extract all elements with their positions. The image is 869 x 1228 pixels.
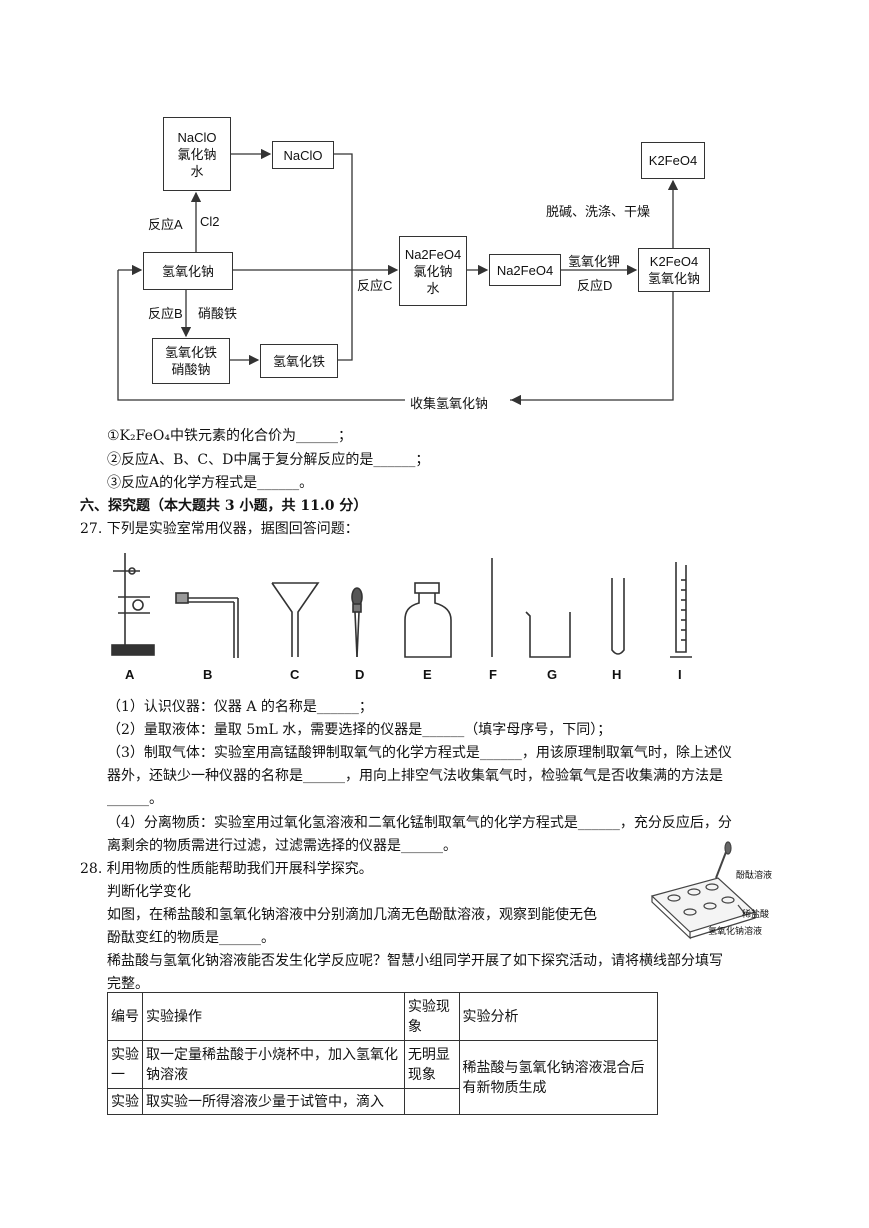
table-cell: 实验: [107, 1088, 143, 1115]
instrument-label-f: F: [489, 667, 497, 682]
label-post-treatment: 脱碱、洗涤、干燥: [546, 204, 651, 219]
q26-line-1: ①K₂FeO₄中铁元素的化合价为______；: [107, 428, 352, 444]
box-feoh-nano3: 氢氧化铁 硝酸钠: [152, 338, 230, 384]
table-header-cell: 实验操作: [142, 992, 405, 1041]
label-reaction-b: 反应B: [148, 306, 183, 321]
box-line: NaClO: [283, 147, 323, 163]
q26-line-2: ②反应A、B、C、D中属于复分解反应的是______；: [107, 452, 430, 468]
label-reaction-d: 反应D: [577, 278, 613, 293]
instrument-label-i: I: [678, 667, 682, 682]
flow-diagram-lines: [117, 148, 679, 406]
q28-line-1: 如图，在稀盐酸和氢氧化钠溶液中分别滴加几滴无色酚酞溶液，观察到能使无色: [107, 907, 597, 923]
table-cell: 实验一: [107, 1040, 143, 1089]
q27-part-4-line-1: （4）分离物质：实验室用过氧化氢溶液和二氧化锰制取氧气的化学方程式是______…: [107, 815, 732, 831]
q27-part-1: （1）认识仪器：仪器 A 的名称是______；: [107, 699, 373, 715]
graduated-cylinder-icon: [670, 562, 692, 658]
table-cell: 取实验一所得溶液少量于试管中，滴入: [142, 1088, 405, 1115]
instrument-label-h: H: [612, 667, 622, 682]
table-cell: 取一定量稀盐酸于小烧杯中，加入氢氧化钠溶液: [142, 1040, 405, 1089]
box-line: 水: [426, 280, 440, 296]
box-na2feo4: Na2FeO4: [489, 254, 561, 286]
q27-part-3-line-1: （3）制取气体：实验室用高锰酸钾制取氧气的化学方程式是______，用该原理制取…: [107, 745, 732, 761]
table-header-cell: 编号: [107, 992, 143, 1041]
table-row: 实验一 取一定量稀盐酸于小烧杯中，加入氢氧化钠溶液 无明显现象 稀盐酸与氢氧化钠…: [107, 1040, 659, 1115]
table-row: 实验 取实验一所得溶液少量于试管中，滴入: [107, 1088, 658, 1115]
table-cell: 稀盐酸与氢氧化钠溶液混合后有新物质生成: [458, 1040, 659, 1115]
q28-line-4: 完整。: [107, 976, 149, 992]
table-cell: [403, 1088, 460, 1115]
label-reaction-a: 反应A: [148, 217, 183, 232]
label-ferric-nitrate: 硝酸铁: [198, 306, 238, 321]
figure-label-naoh: 氢氧化钠溶液: [708, 927, 763, 937]
q27-part-2: （2）量取液体：量取 5mL 水，需要选择的仪器是______（填字母序号，下同…: [107, 722, 612, 738]
box-line: 氢氧化钠: [161, 263, 214, 279]
table-header-row: 编号 实验操作 实验现象 实验分析: [107, 992, 659, 1041]
box-na2feo4-mixture: Na2FeO4 氯化钠 水: [399, 236, 467, 306]
box-line: NaClO: [177, 129, 217, 145]
q27-part-3-line-2: 器外，还缺少一种仪器的名称是______，用向上排空气法收集氧气时，检验氧气是否…: [107, 768, 723, 784]
box-k2feo4: K2FeO4: [641, 142, 705, 179]
box-line: 氢氧化铁: [164, 345, 217, 360]
section-6-heading: 六、探究题（本大题共 3 小题，共 11.0 分）: [80, 498, 368, 514]
box-naoh: 氢氧化钠: [143, 252, 233, 290]
label-reaction-c: 反应C: [357, 278, 393, 293]
label-cl2: Cl2: [200, 214, 220, 229]
label-collect-naoh: 收集氢氧化钠: [410, 396, 489, 411]
instrument-label-d: D: [355, 667, 365, 682]
experiment-table: 编号 实验操作 实验现象 实验分析 实验一 取一定量稀盐酸于小烧杯中，加入氢氧化…: [107, 992, 659, 1115]
q28-subheading: 判断化学变化: [107, 884, 191, 900]
q26-line-3: ③反应A的化学方程式是______。: [107, 475, 314, 491]
box-line: 氢氧化铁: [272, 353, 325, 369]
q28-line-2: 酚酞变红的物质是______。: [107, 930, 275, 946]
figure-label-phenolphthalein: 酚酞溶液: [736, 871, 773, 881]
dropper-icon: [351, 587, 363, 658]
box-naclo-mixture: NaClO 氯化钠 水: [163, 117, 231, 191]
instrument-label-b: B: [203, 667, 213, 682]
box-line: 氢氧化钠: [647, 271, 700, 286]
reagent-bottle-icon: [404, 582, 452, 658]
q28-stem: 28. 利用物质的性质能帮助我们开展科学探究。: [80, 861, 373, 877]
instrument-label-e: E: [423, 667, 432, 682]
table-header-cell: 实验现象: [403, 992, 460, 1041]
spot-plate-figure: [650, 841, 757, 940]
box-line: Na2FeO4: [404, 246, 462, 262]
table-cell: 无明显现象: [403, 1040, 460, 1089]
iron-stand-icon: [111, 553, 155, 656]
q27-stem: 27. 下列是实验室常用仪器，据图回答问题：: [80, 521, 359, 537]
test-tube-icon: [611, 578, 625, 655]
beaker-icon: [525, 611, 571, 658]
box-line: 氯化钠: [177, 146, 217, 162]
bent-tube-icon: [175, 592, 239, 658]
q27-part-4-line-2: 离剩余的物质需进行过滤，过滤需选择的仪器是______。: [107, 838, 457, 854]
instrument-drawings: [111, 553, 692, 658]
q28-line-3: 稀盐酸与氢氧化钠溶液能否发生化学反应呢？智慧小组同学开展了如下探究活动，请将横线…: [107, 953, 723, 969]
instrument-label-g: G: [547, 667, 558, 682]
table-header-cell: 实验分析: [458, 992, 659, 1041]
box-k2feo4-mixture: K2FeO4 氢氧化钠: [638, 248, 710, 292]
box-line: K2FeO4: [649, 254, 699, 269]
box-line: K2FeO4: [648, 153, 698, 168]
box-feoh: 氢氧化铁: [260, 344, 338, 378]
box-line: 水: [190, 163, 204, 179]
box-line: Na2FeO4: [496, 262, 554, 278]
label-koh: 氢氧化钾: [568, 254, 621, 269]
box-line: 硝酸钠: [171, 362, 211, 377]
funnel-icon: [271, 582, 320, 657]
box-naclo: NaClO: [272, 141, 334, 169]
figure-label-hcl: 稀盐酸: [742, 910, 770, 920]
instrument-label-c: C: [290, 667, 300, 682]
instrument-label-a: A: [125, 667, 135, 682]
box-line: 氯化钠: [413, 263, 453, 279]
q27-part-3-line-3: ______。: [107, 791, 163, 807]
